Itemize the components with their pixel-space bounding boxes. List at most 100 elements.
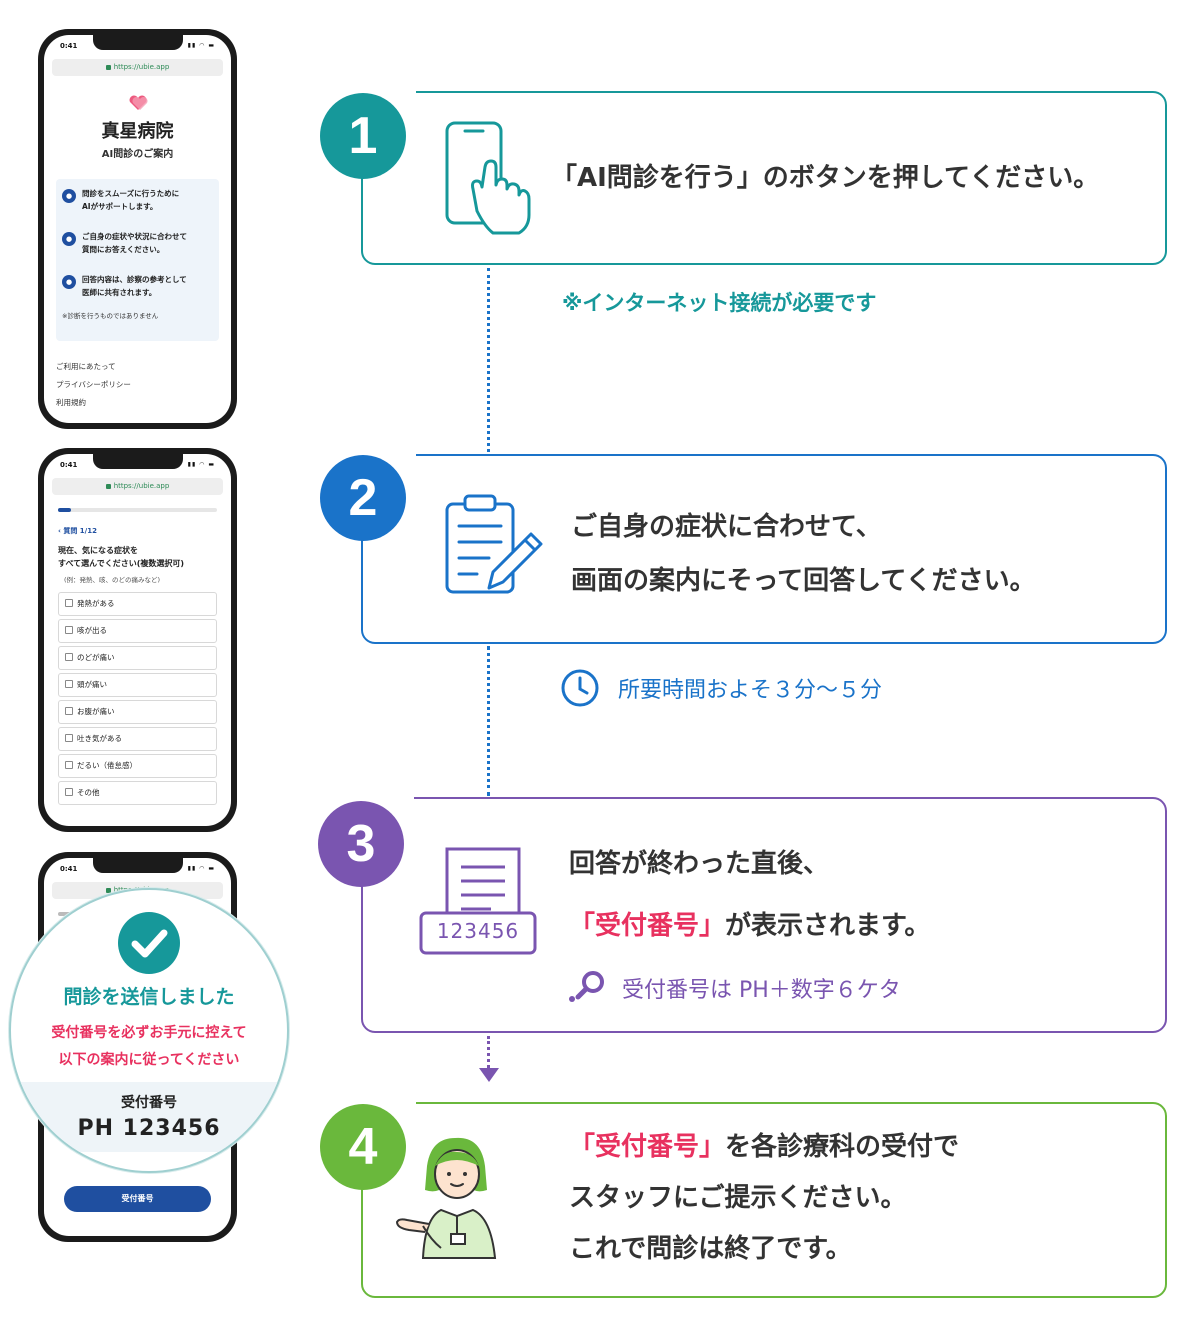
screen: 0:41 ▮▮ ◠ ▬ https://ubie.app ‹ 質問 1/12 現… xyxy=(44,454,231,826)
internet-note: ※インターネット接続が必要です xyxy=(562,291,877,315)
ticket-code-sample: 123456 xyxy=(436,919,520,943)
magnified-result: 問診を送信しました 受付番号を必ずお手元に控えて以下の案内に従ってください 受付… xyxy=(9,888,289,1173)
staff-woman-icon xyxy=(395,1137,497,1259)
link-terms-usage[interactable]: ご利用にあたって xyxy=(56,362,116,371)
option-nausea[interactable]: 吐き気がある xyxy=(58,727,217,751)
step-2-line-2: 画面の案内にそって回答してください。 xyxy=(571,566,1036,596)
option-label: だるい（倦怠感） xyxy=(77,761,137,770)
checkbox[interactable] xyxy=(65,788,73,796)
checkbox[interactable] xyxy=(65,734,73,742)
step-card-4: 「受付番号」を各診療科の受付で スタッフにご提示ください。 これで問診は終了です… xyxy=(361,1102,1167,1298)
question-line: すべて選んでください(複数選択可) xyxy=(58,559,185,568)
checkbox[interactable] xyxy=(65,680,73,688)
step-3-text: 回答が終わった直後、 「受付番号」が表示されます。 xyxy=(569,833,930,957)
reception-number-button[interactable]: 受付番号 xyxy=(64,1186,211,1212)
step-4-text: 「受付番号」を各診療科の受付で スタッフにご提示ください。 これで問診は終了です… xyxy=(569,1122,959,1275)
ticket-printer-icon xyxy=(419,847,537,955)
info-line: 医師に共有されます。 xyxy=(82,288,157,297)
reception-code-label: 受付番号 xyxy=(121,1095,177,1111)
lock-icon xyxy=(105,64,111,70)
step-4-line-2: スタッフにご提示ください。 xyxy=(569,1183,907,1213)
progress-bar xyxy=(58,508,217,512)
lock-icon xyxy=(105,887,111,893)
option-fatigue[interactable]: だるい（倦怠感） xyxy=(58,754,217,778)
clipboard-pen-icon xyxy=(445,494,543,594)
clock-icon xyxy=(561,669,599,707)
check-icon xyxy=(118,912,180,974)
option-label: 頭が痛い xyxy=(77,680,107,689)
status-time: 0:41 xyxy=(60,42,78,50)
reception-number-highlight: 「受付番号」 xyxy=(569,911,726,941)
submitted-warning: 受付番号を必ずお手元に控えて以下の案内に従ってください xyxy=(11,1020,287,1074)
option-cough[interactable]: 咳が出る xyxy=(58,619,217,643)
link-privacy-policy[interactable]: プライバシーポリシー xyxy=(56,380,131,389)
doctor-icon: ● xyxy=(62,232,76,246)
step-4-line-1: を各診療科の受付で xyxy=(725,1132,960,1162)
step-card-1: 「AI問診を行う」のボタンを押してください。 xyxy=(361,91,1167,265)
info-box: ● 問診をスムーズに行うために AIがサポートします。 ● ご自身の症状や状況に合わせ… xyxy=(56,179,219,341)
dotted-connector xyxy=(487,646,490,796)
doctor-icon: ● xyxy=(62,189,76,203)
info-line: ご自身の症状や状況に合わせて xyxy=(82,232,187,241)
option-label: 吐き気がある xyxy=(77,734,122,743)
lock-icon xyxy=(105,483,111,489)
step-3-line-1: 回答が終わった直後、 xyxy=(569,849,830,879)
phone-notch xyxy=(92,454,183,469)
url-text: https://ubie.app xyxy=(113,63,170,71)
reception-code: PH 123456 xyxy=(77,1116,221,1141)
info-line: 回答内容は、診察の参考として xyxy=(82,275,187,284)
checkbox[interactable] xyxy=(65,707,73,715)
checkbox[interactable] xyxy=(65,626,73,634)
warning-line: 以下の案内に従ってください xyxy=(58,1052,240,1068)
question-text: 現在、気になる症状をすべて選んでください(複数選択可) xyxy=(58,544,221,570)
option-sore-throat[interactable]: のどが痛い xyxy=(58,646,217,670)
option-stomachache[interactable]: お腹が痛い xyxy=(58,700,217,724)
option-headache[interactable]: 頭が痛い xyxy=(58,673,217,697)
status-time: 0:41 xyxy=(60,461,78,469)
url-bar[interactable]: https://ubie.app xyxy=(52,59,223,76)
status-icons: ▮▮ ◠ ▬ xyxy=(187,865,215,872)
dotted-connector xyxy=(487,268,490,452)
step-3-line-2: が表示されます。 xyxy=(725,911,931,941)
info-item: ● ご自身の症状や状況に合わせて質問にお答えください。 xyxy=(62,230,213,256)
checkbox[interactable] xyxy=(65,653,73,661)
step-card-3: 123456 回答が終わった直後、 「受付番号」が表示されます。 xyxy=(361,797,1167,1033)
phone-tap-icon xyxy=(445,121,531,235)
step-badge-1: 1 xyxy=(320,93,406,179)
info-line: 問診をスムーズに行うために xyxy=(82,189,180,198)
search-icon xyxy=(569,971,604,1002)
checkbox[interactable] xyxy=(65,761,73,769)
check-mark xyxy=(131,929,168,958)
step-2-text: ご自身の症状に合わせて、 画面の案内にそって回答してください。 xyxy=(571,500,1036,608)
option-other[interactable]: その他 xyxy=(58,781,217,805)
option-label: その他 xyxy=(77,788,100,797)
status-time: 0:41 xyxy=(60,865,78,873)
link-terms[interactable]: 利用規約 xyxy=(56,398,86,407)
url-bar[interactable]: https://ubie.app xyxy=(52,478,223,495)
badge-gap xyxy=(306,86,416,98)
question-nav[interactable]: ‹ 質問 1/12 xyxy=(58,526,97,536)
info-item: ●回答内容は、診察の参考として医師に共有されます。 xyxy=(62,273,213,299)
option-label: のどが痛い xyxy=(77,653,115,662)
option-fever[interactable]: 発熱がある xyxy=(58,592,217,616)
option-label: 発熱がある xyxy=(77,599,115,608)
phone-screen-question: 0:41 ▮▮ ◠ ▬ https://ubie.app ‹ 質問 1/12 現… xyxy=(38,448,237,832)
phone-notch xyxy=(92,858,183,873)
question-counter: 質問 1/12 xyxy=(63,527,97,535)
info-item: ● 問診をスムーズに行うために AIがサポートします。 xyxy=(62,187,213,213)
hospital-name: 真星病院 xyxy=(101,121,174,142)
url-text: https://ubie.app xyxy=(113,482,170,490)
number-format-note: 受付番号は PH＋数字６ケタ xyxy=(622,978,901,1003)
step-4-line-3: これで問診は終了です。 xyxy=(569,1234,852,1264)
warning-line: 受付番号を必ずお手元に控えて xyxy=(51,1025,247,1041)
info-line: AIがサポートします。 xyxy=(82,202,158,211)
phone-screen-intro: 0:41 ▮▮ ◠ ▬ https://ubie.app 真星病院 AI問診のご… xyxy=(38,29,237,429)
step-2-line-1: ご自身の症状に合わせて、 xyxy=(571,512,882,542)
step-card-2: ご自身の症状に合わせて、 画面の案内にそって回答してください。 xyxy=(361,454,1167,644)
phone-notch xyxy=(92,35,183,50)
disclaimer: ※診断を行うものではありません xyxy=(62,312,159,320)
page-subtitle: AI問診のご案内 xyxy=(101,149,174,160)
info-line: 質問にお答えください。 xyxy=(82,245,165,254)
step-badge-4: 4 xyxy=(320,1104,406,1190)
checkbox[interactable] xyxy=(65,599,73,607)
